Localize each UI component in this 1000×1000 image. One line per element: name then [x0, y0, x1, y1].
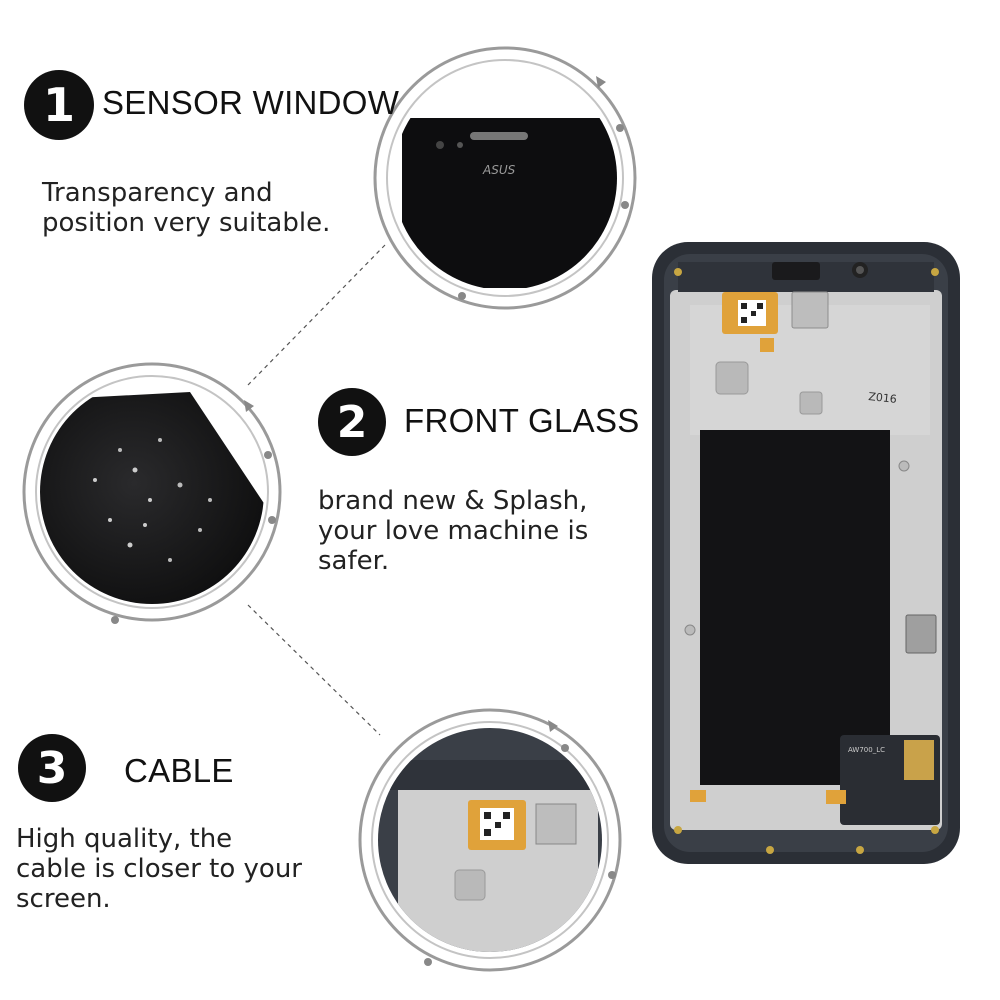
zoom-circle-cable: [358, 708, 622, 972]
feature-description-line: brand new & Splash,: [318, 486, 588, 516]
feature-number-badge-1: 1: [24, 70, 94, 140]
flex-marking: AW700_LC: [848, 746, 885, 754]
feature-number-badge-2: 2: [318, 388, 386, 456]
screen-panel: [700, 430, 890, 785]
feature-title-sensor-window: SENSOR WINDOW: [102, 84, 400, 121]
board-marking: Z016: [868, 390, 898, 406]
zoom-circle-front-glass: [22, 362, 282, 624]
feature-description-line: cable is closer to your: [16, 854, 302, 884]
phone-lcd-assembly: Z016 AW700_LC: [652, 242, 960, 864]
connector-line-1: [247, 244, 386, 386]
feature-description-line: safer.: [318, 546, 390, 576]
feature-description-2: brand new & Splash, your love machine is…: [318, 486, 588, 576]
feature-description-line: your love machine is: [318, 516, 589, 546]
connector-line-2: [247, 604, 381, 736]
feature-description-line: High quality, the: [16, 824, 233, 854]
zoom-circle-sensor-window: ASUS: [373, 46, 637, 310]
feature-description-1: Transparency and position very suitable.: [42, 178, 330, 238]
zoom-logo: ASUS: [482, 163, 516, 177]
feature-description-line: Transparency and: [42, 178, 273, 208]
feature-title-cable: CABLE: [124, 752, 234, 789]
feature-number-badge-3: 3: [18, 734, 86, 802]
feature-description-line: position very suitable.: [42, 208, 331, 238]
feature-description-line: screen.: [16, 884, 111, 914]
earpiece: [772, 262, 820, 280]
feature-description-3: High quality, the cable is closer to you…: [16, 824, 302, 914]
feature-title-front-glass: FRONT GLASS: [404, 402, 640, 439]
